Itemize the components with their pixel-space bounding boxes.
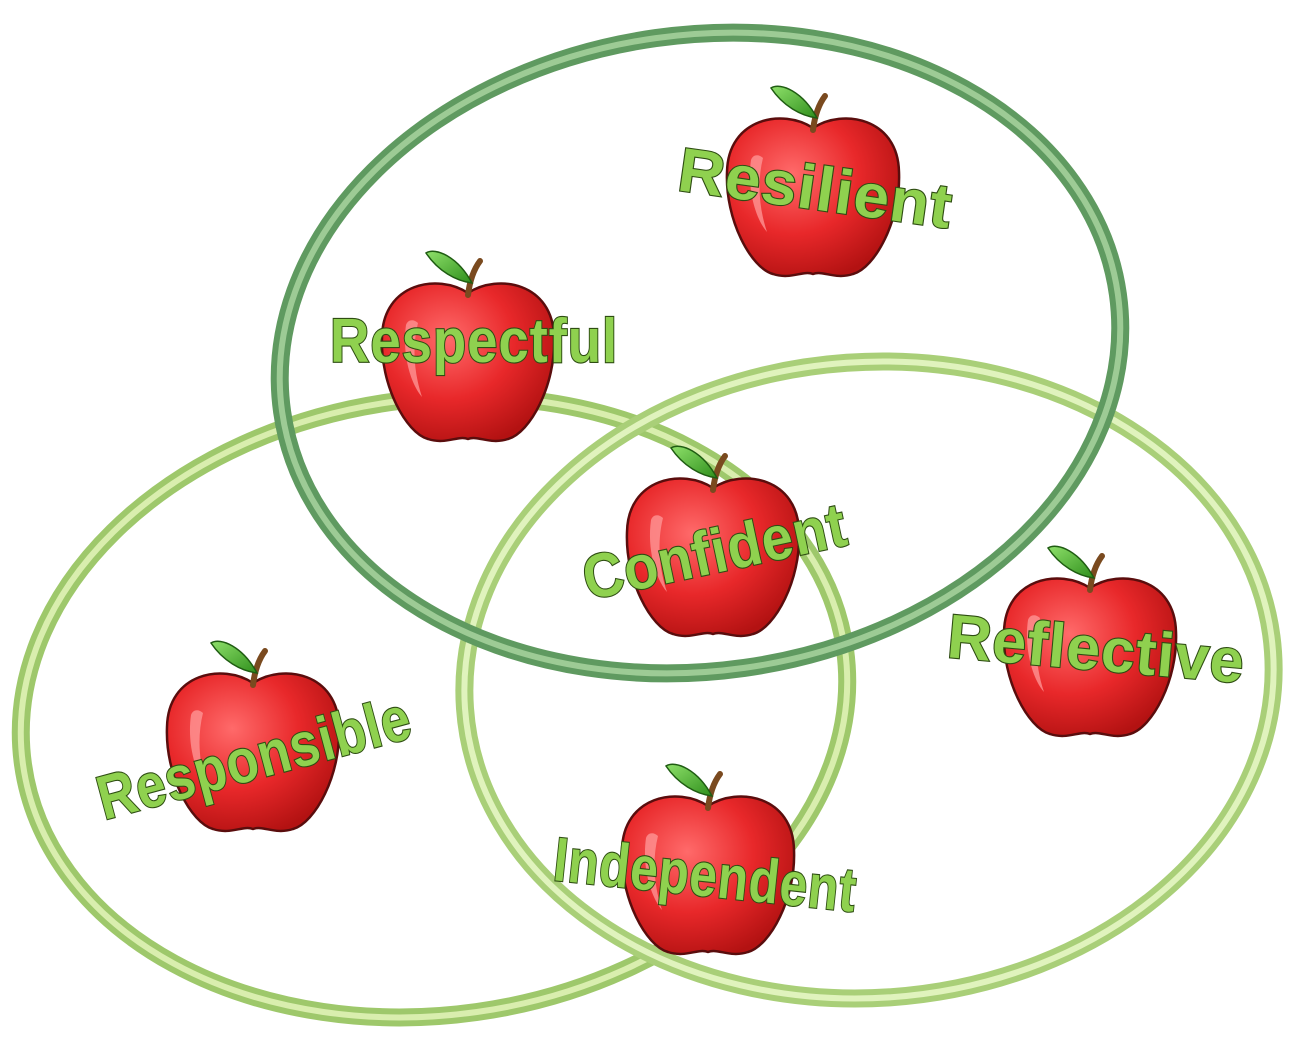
ring-top — [270, 23, 1130, 683]
label-reflective: Reflective — [945, 602, 1248, 697]
label-respectful: Respectful — [330, 307, 618, 376]
ring-right — [455, 352, 1283, 1008]
ring-left — [11, 387, 857, 1027]
